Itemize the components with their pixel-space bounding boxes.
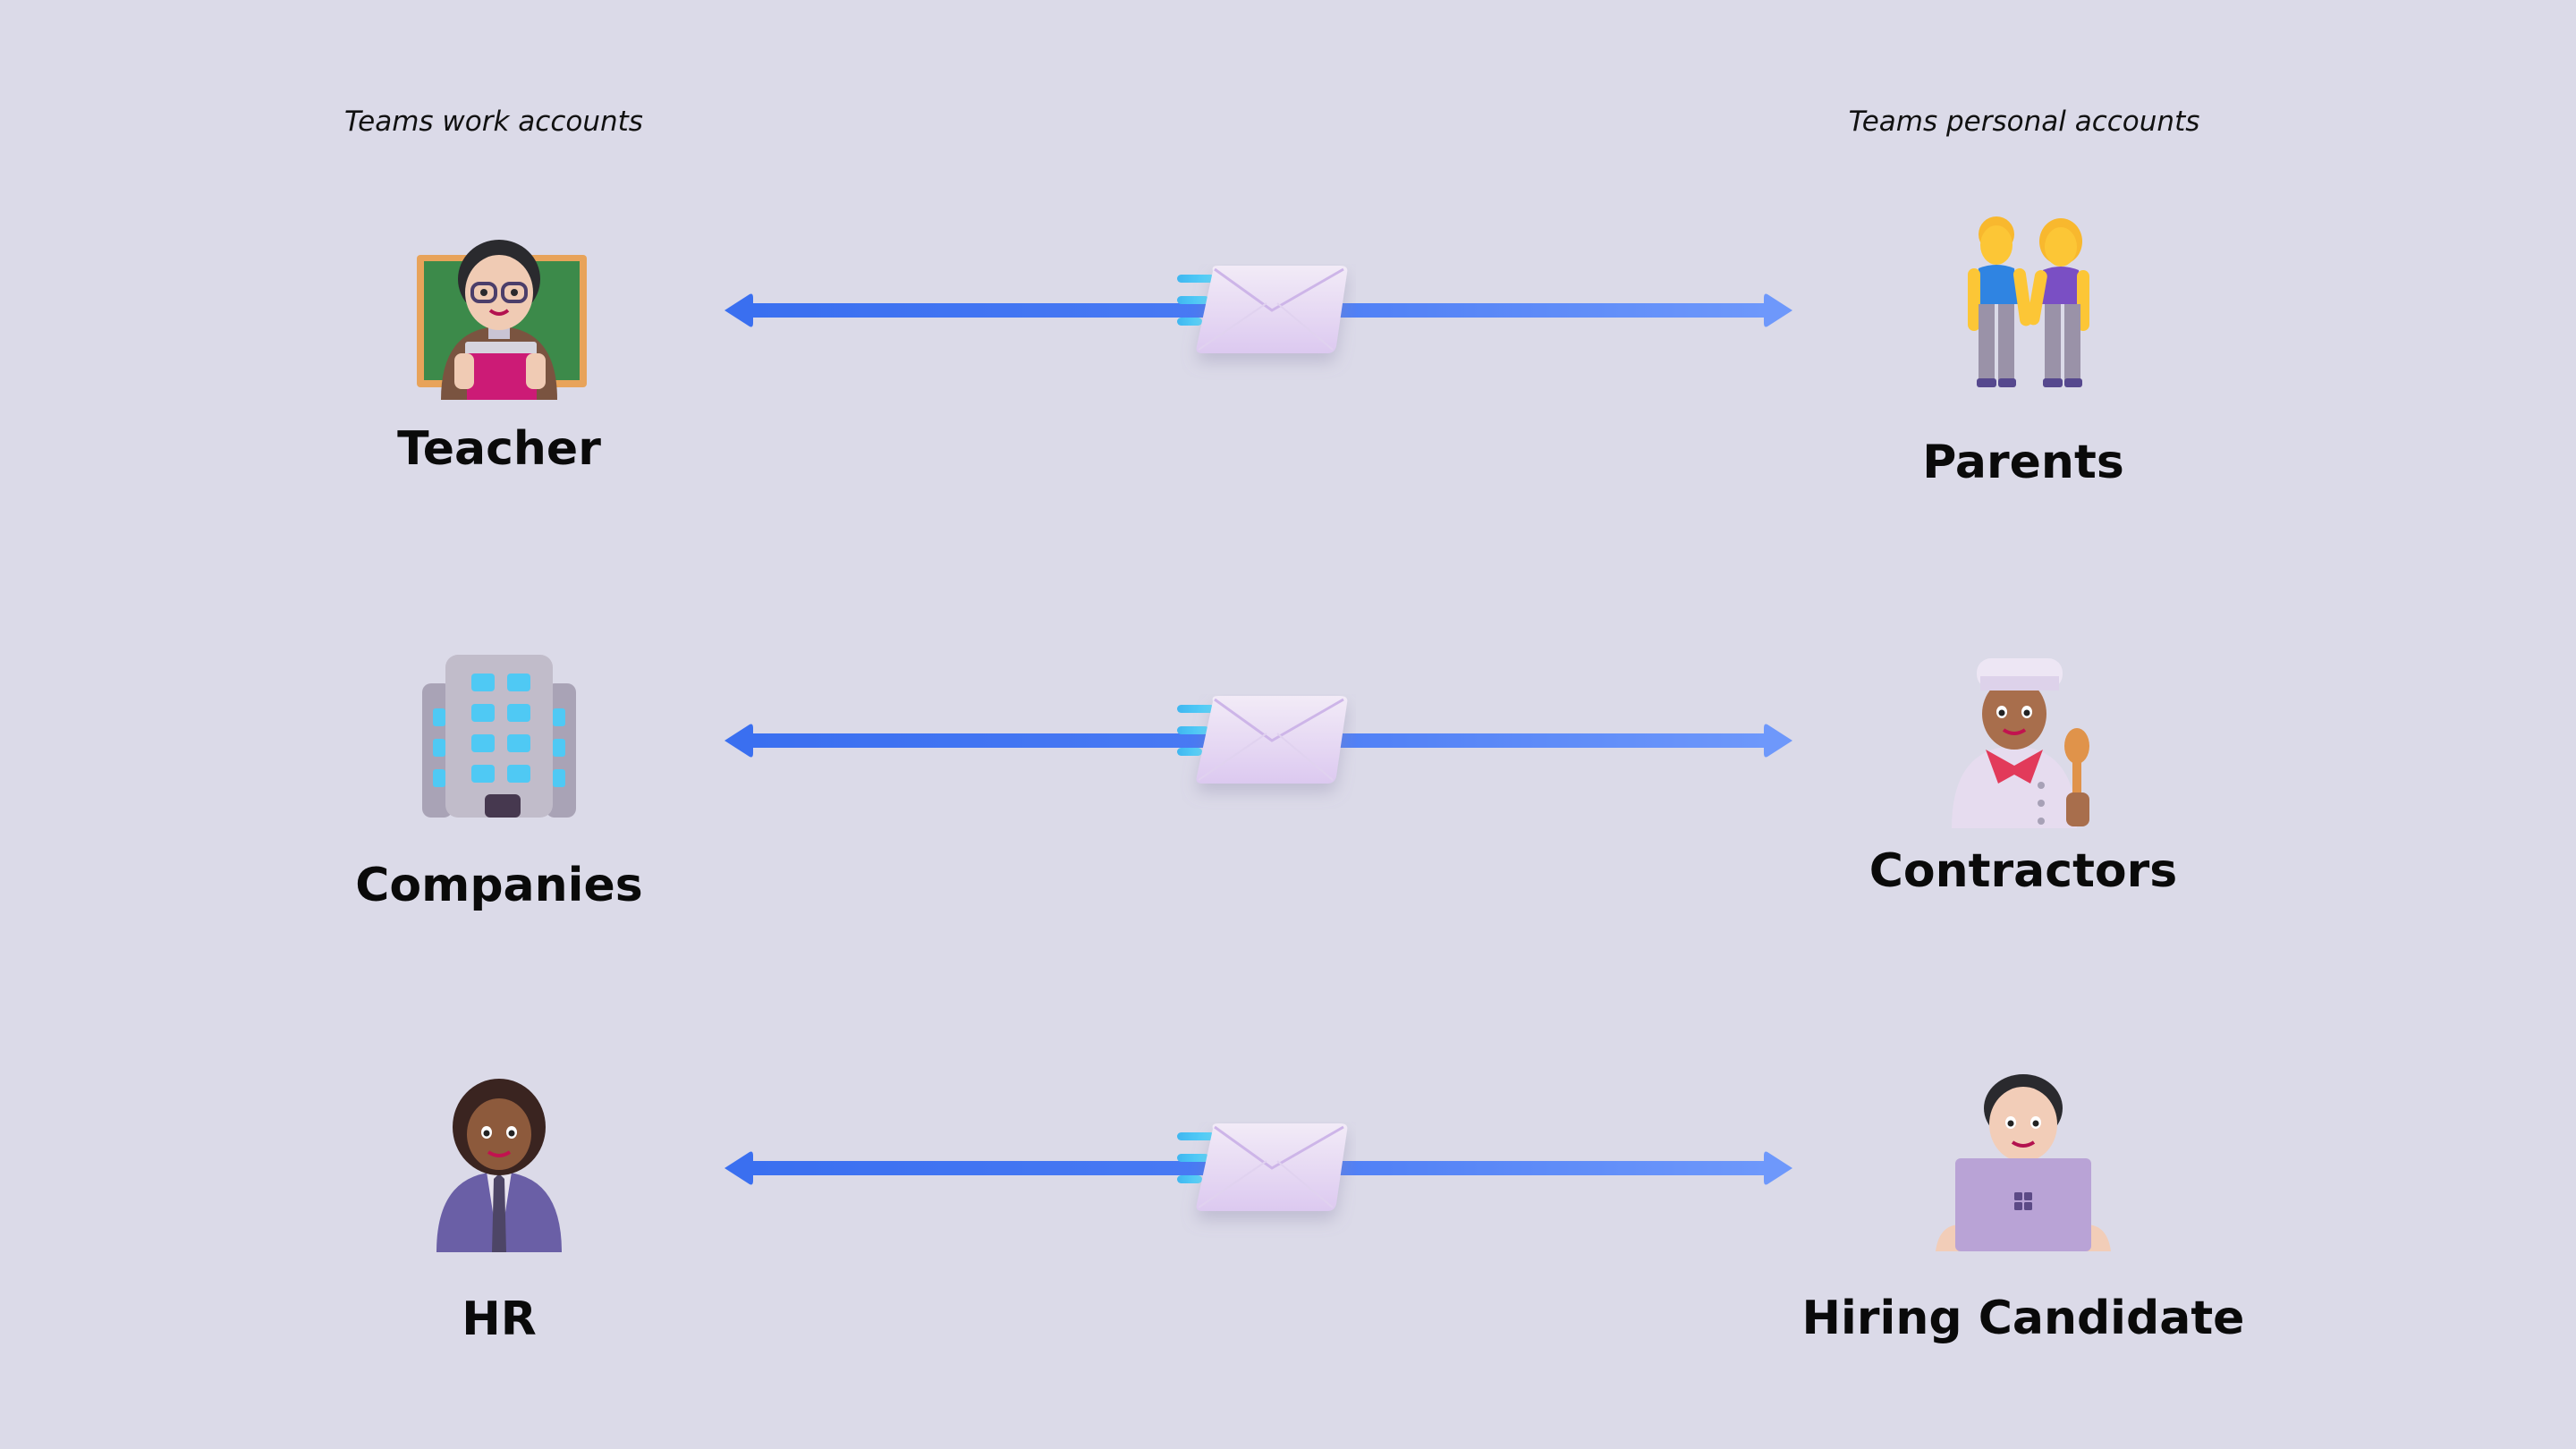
arrow-head-left — [724, 293, 753, 327]
office-building-icon — [401, 644, 597, 823]
label-contractors: Contractors — [1868, 844, 2178, 898]
node-hr: HR — [267, 1073, 732, 1346]
node-parents: Parents — [1791, 215, 2256, 489]
node-companies: Companies — [267, 644, 732, 912]
node-hiring-candidate: Hiring Candidate — [1791, 1072, 2256, 1345]
row-teacher-parents: Teacher — [0, 201, 2576, 559]
node-contractors: Contractors — [1791, 649, 2256, 898]
envelope-icon — [1177, 266, 1348, 353]
arrow-head-left — [724, 1151, 753, 1185]
label-hiring-candidate: Hiring Candidate — [1801, 1292, 2245, 1345]
node-teacher: Teacher — [267, 221, 732, 476]
cook-icon — [1925, 649, 2122, 828]
arrow-head-right — [1764, 1151, 1792, 1185]
row-companies-contractors: Companies — [0, 631, 2576, 989]
row-hr-hiring-candidate: HR Hiring — [0, 1060, 2576, 1418]
arrow-head-right — [1764, 293, 1792, 327]
heading-personal-accounts: Teams personal accounts — [1848, 106, 2200, 138]
label-teacher: Teacher — [397, 422, 601, 476]
label-hr: HR — [462, 1292, 537, 1346]
label-companies: Companies — [355, 859, 643, 912]
heading-work-accounts: Teams work accounts — [344, 106, 643, 138]
envelope-icon — [1177, 1123, 1348, 1211]
technologist-icon — [1925, 1072, 2122, 1251]
couple-holding-hands-icon — [1925, 215, 2122, 394]
teacher-icon — [401, 221, 597, 400]
arrow-head-left — [724, 724, 753, 758]
label-parents: Parents — [1922, 436, 2124, 489]
envelope-icon — [1177, 696, 1348, 784]
arrow-head-right — [1764, 724, 1792, 758]
office-worker-icon — [401, 1073, 597, 1252]
